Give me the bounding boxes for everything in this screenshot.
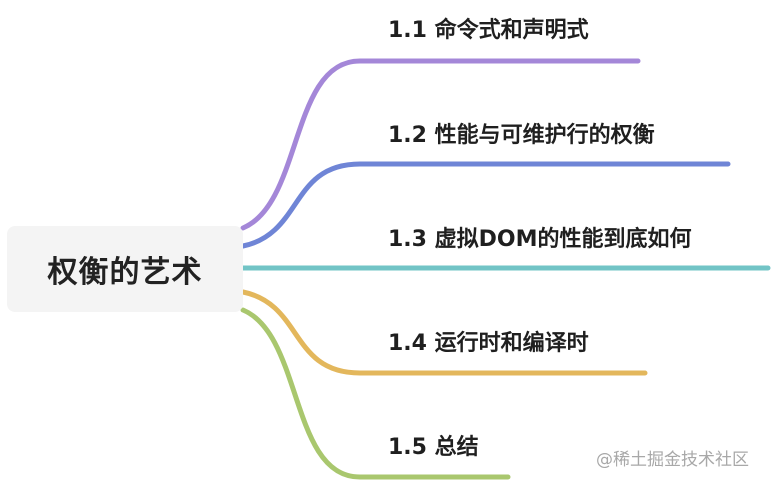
branch-connector-1-1 (240, 58, 641, 231)
root-node[interactable]: 权衡的艺术 (7, 226, 243, 312)
branch-label-1-5[interactable]: 1.5 总结 (388, 435, 479, 460)
branch-label-1-1[interactable]: 1.1 命令式和声明式 (388, 18, 589, 43)
branch-label-1-2[interactable]: 1.2 性能与可维护行的权衡 (388, 123, 655, 148)
branch-connector-1-2 (240, 161, 731, 249)
branch-label-1-4[interactable]: 1.4 运行时和编译时 (388, 331, 589, 356)
watermark: @稀土掘金技术社区 (596, 450, 749, 470)
branch-connector-1-5 (240, 307, 511, 480)
branch-label-1-3[interactable]: 1.3 虚拟DOM的性能到底如何 (388, 227, 692, 252)
branch-connector-1-4 (240, 289, 648, 376)
root-node-label: 权衡的艺术 (47, 255, 203, 290)
